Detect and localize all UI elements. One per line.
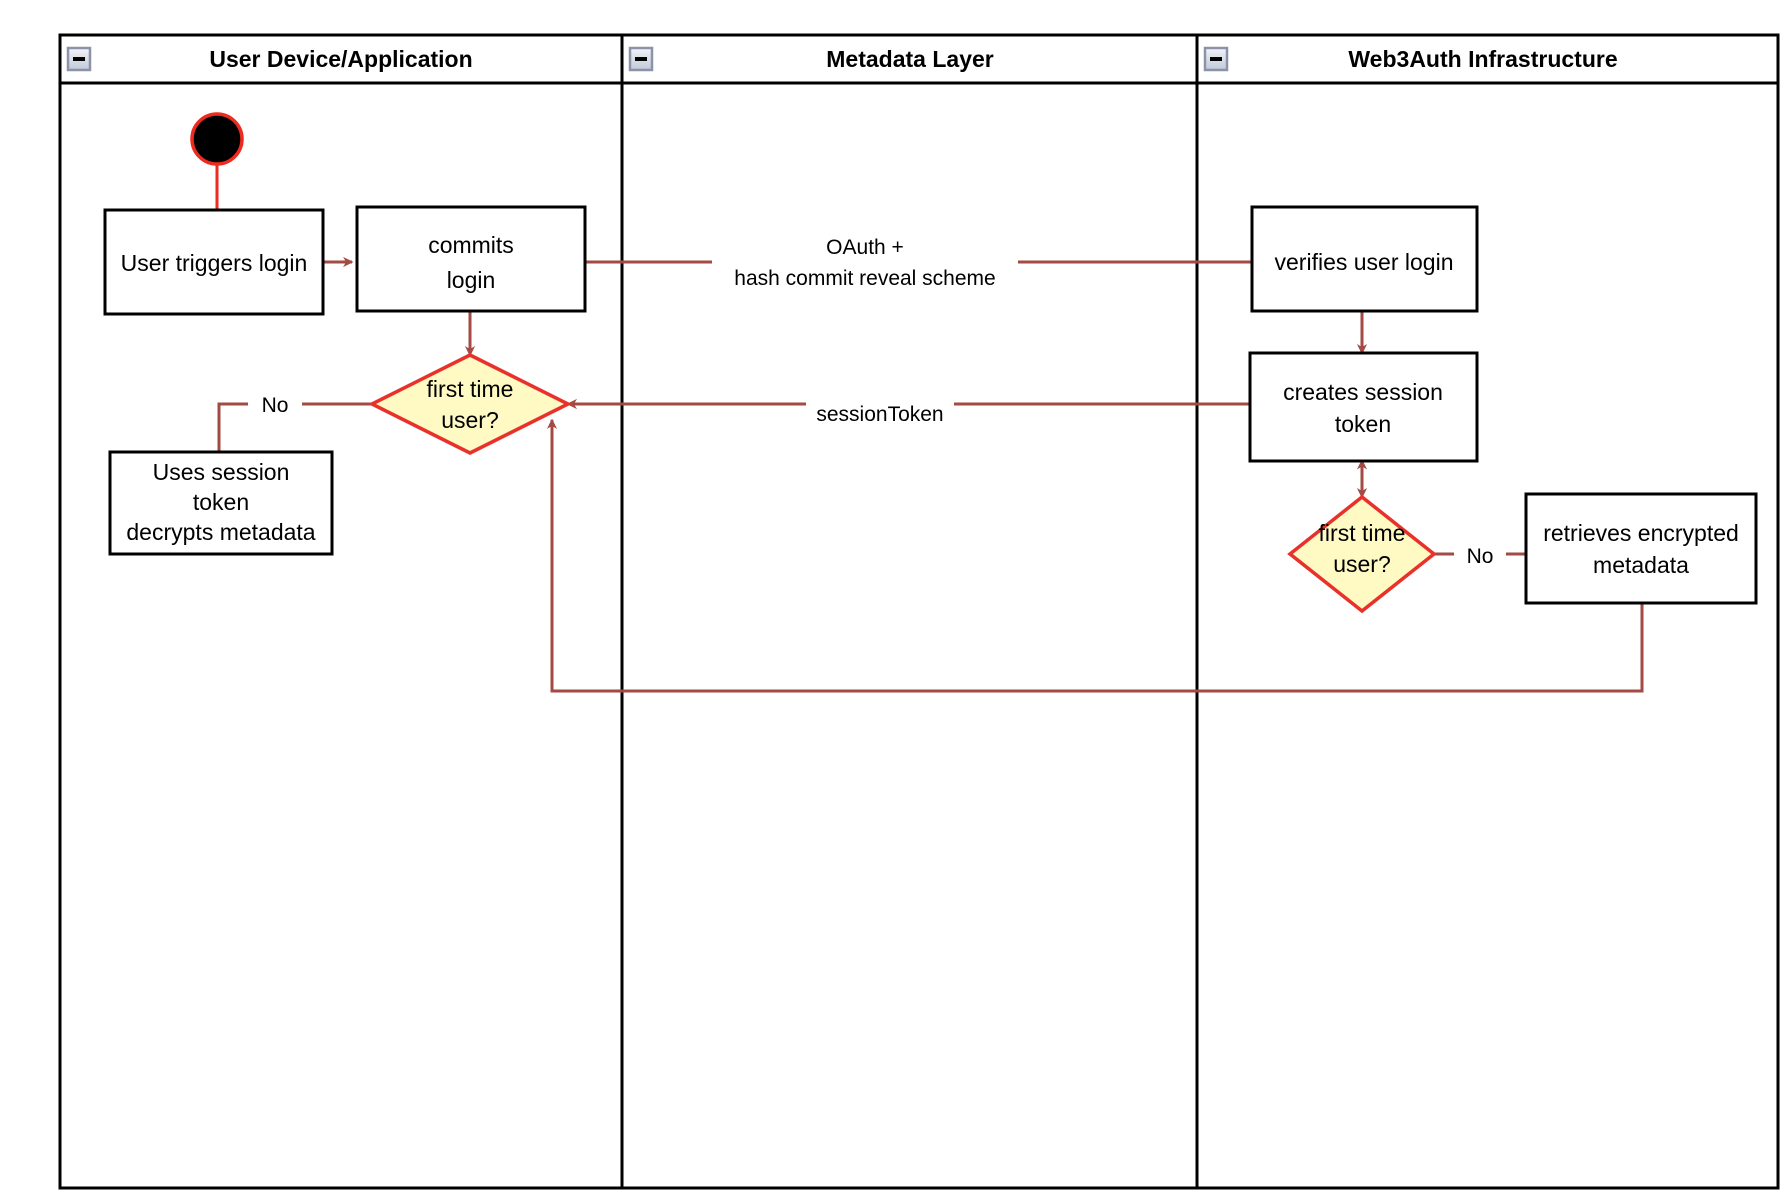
node-label-uses-session-line3: decrypts metadata xyxy=(126,519,315,545)
node-label-retrieves-line1: retrieves encrypted xyxy=(1543,520,1739,546)
edge-label-oauth-line2: hash commit reveal scheme xyxy=(734,267,995,290)
edge-commits-to-verifies: OAuth + hash commit reveal scheme xyxy=(586,228,1252,296)
lane-title-web3auth: Web3Auth Infrastructure xyxy=(1348,46,1617,72)
swimlane-frame xyxy=(58,33,1780,1190)
node-label-uses-session-line1: Uses session xyxy=(153,459,290,485)
edge-retrieves-loopback xyxy=(546,418,1644,693)
edge-label-oauth-line1: OAuth + xyxy=(826,236,904,259)
node-label-commits-line2: login xyxy=(447,267,496,293)
lane-title-metadata: Metadata Layer xyxy=(826,46,994,72)
node-label-uses-session-line2: token xyxy=(193,489,249,515)
node-label-verifies-user-login: verifies user login xyxy=(1275,249,1454,275)
decision-node-first-time-user-left[interactable]: first time user? xyxy=(368,353,572,455)
minus-box-icon[interactable] xyxy=(628,46,654,72)
lane-header-user[interactable]: User Device/Application xyxy=(66,46,473,72)
node-label-decision-left-line2: user? xyxy=(441,407,499,433)
node-label-retrieves-line2: metadata xyxy=(1593,552,1689,578)
activity-node-verifies-user-login[interactable]: verifies user login xyxy=(1250,205,1479,313)
activity-node-creates-session-token[interactable]: creates session token xyxy=(1248,351,1479,463)
edge-decision-right-no: No xyxy=(1434,537,1526,571)
lane-title-user: User Device/Application xyxy=(209,46,472,72)
node-label-user-triggers-login: User triggers login xyxy=(121,250,308,276)
initial-node[interactable] xyxy=(190,112,244,166)
node-label-decision-right-line2: user? xyxy=(1333,551,1391,577)
edge-label-no-left: No xyxy=(262,394,289,417)
edge-creates-to-decision-left: sessionToken xyxy=(566,392,1250,426)
node-label-creates-session-line1: creates session xyxy=(1283,379,1443,405)
activity-node-commits-login[interactable]: commits login xyxy=(355,205,587,313)
lane-header-web3auth[interactable]: Web3Auth Infrastructure xyxy=(1203,46,1618,72)
edge-label-no-right: No xyxy=(1467,545,1494,568)
edge-decision-no-left: No xyxy=(217,386,395,452)
activity-node-user-triggers-login[interactable]: User triggers login xyxy=(103,208,325,316)
node-label-creates-session-line2: token xyxy=(1335,411,1391,437)
decision-node-first-time-user-right[interactable]: first time user? xyxy=(1287,494,1437,614)
node-label-decision-left-line1: first time xyxy=(427,376,514,402)
minus-box-icon[interactable] xyxy=(1203,46,1229,72)
minus-box-icon[interactable] xyxy=(66,46,92,72)
node-label-decision-right-line1: first time xyxy=(1319,520,1406,546)
edge-label-session-token: sessionToken xyxy=(816,403,943,426)
activity-node-uses-session-token[interactable]: Uses session token decrypts metadata xyxy=(108,450,334,556)
activity-node-retrieves-encrypted-metadata[interactable]: retrieves encrypted metadata xyxy=(1524,492,1758,605)
lane-header-metadata[interactable]: Metadata Layer xyxy=(628,46,994,72)
node-label-commits-line1: commits xyxy=(428,232,514,258)
